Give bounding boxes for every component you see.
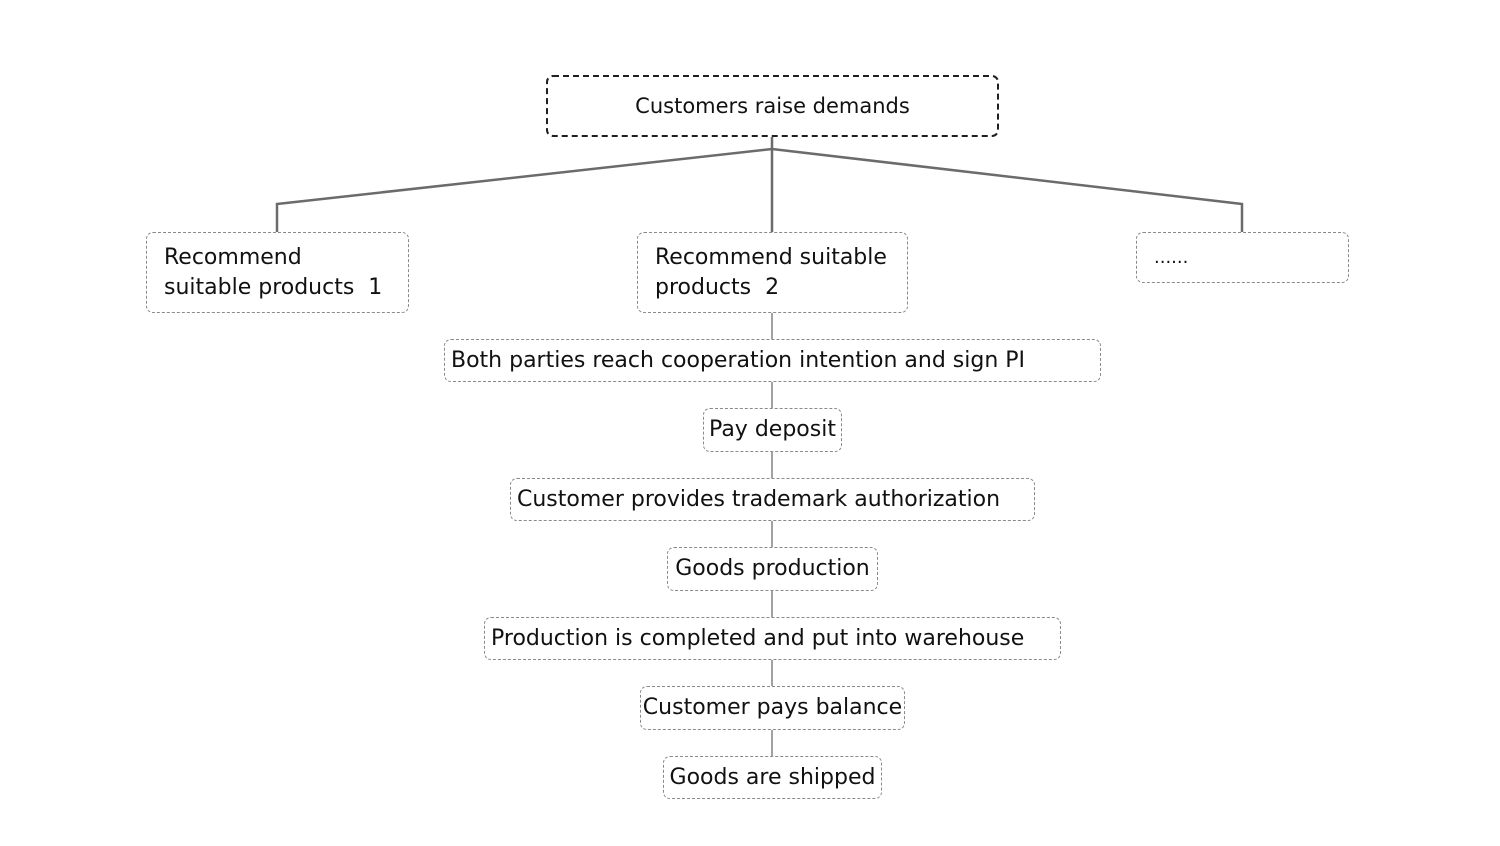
step-pay-deposit-label: Pay deposit [709, 417, 836, 442]
step-pay-deposit: Pay deposit [703, 408, 842, 452]
root-node-label: Customers raise demands [635, 94, 910, 118]
branch-node-3-label: ...... [1154, 246, 1189, 268]
step-sign-pi: Both parties reach cooperation intention… [444, 339, 1101, 382]
root-node: Customers raise demands [546, 75, 999, 137]
step-warehouse: Production is completed and put into war… [484, 617, 1061, 660]
step-goods-production: Goods production [667, 547, 878, 591]
step-goods-shipped: Goods are shipped [663, 756, 882, 799]
step-trademark-authorization: Customer provides trademark authorizatio… [510, 478, 1035, 521]
step-sign-pi-label: Both parties reach cooperation intention… [451, 347, 1026, 373]
connector-to-branch-3 [771, 147, 1244, 232]
step-trademark-authorization-label: Customer provides trademark authorizatio… [517, 486, 1001, 512]
branch-node-1-label: Recommend suitable products 1 [164, 244, 383, 300]
step-goods-shipped-label: Goods are shipped [669, 764, 876, 790]
branch-node-2: Recommend suitable products 2 [637, 232, 908, 313]
branch-node-2-label: Recommend suitable products 2 [655, 244, 887, 300]
step-warehouse-label: Production is completed and put into war… [491, 625, 1025, 651]
branch-node-1: Recommend suitable products 1 [146, 232, 409, 313]
connector-to-branch-1 [275, 147, 773, 232]
step-pays-balance-label: Customer pays balance [642, 695, 903, 720]
branch-node-3: ...... [1136, 232, 1349, 283]
step-goods-production-label: Goods production [675, 556, 870, 581]
step-pays-balance: Customer pays balance [640, 686, 905, 730]
